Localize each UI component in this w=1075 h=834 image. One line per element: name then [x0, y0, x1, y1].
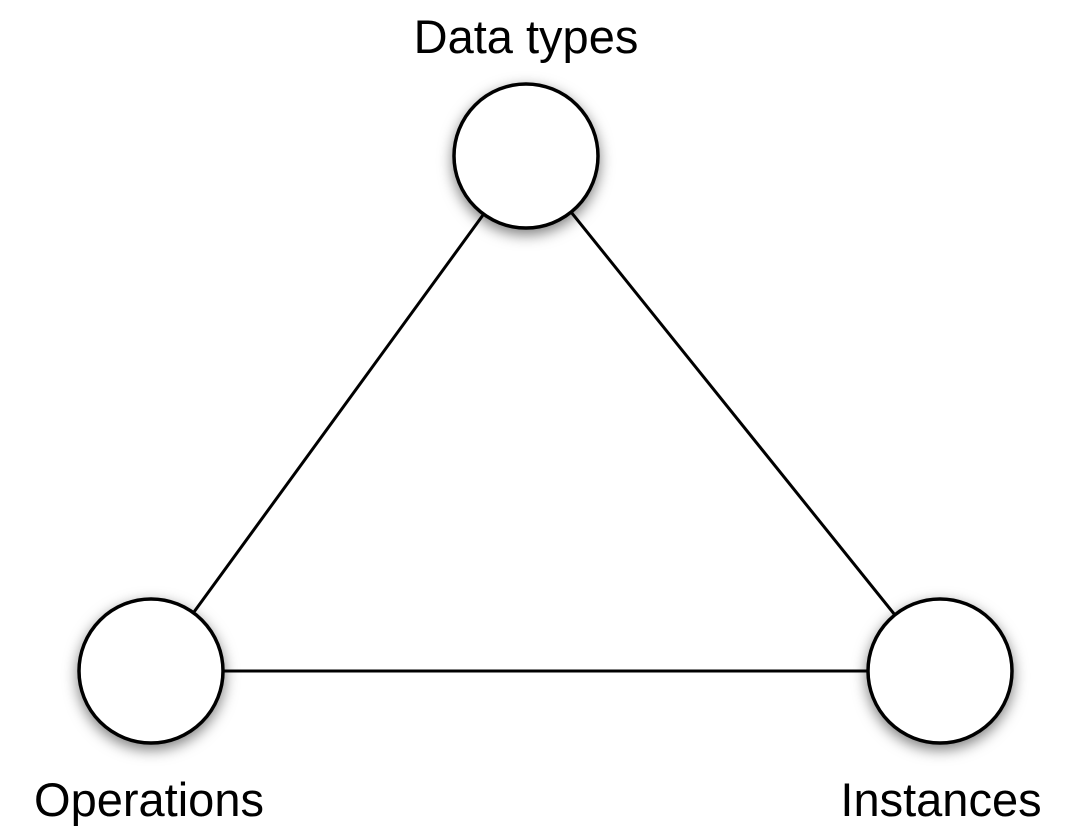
node-circle-operations	[77, 597, 225, 745]
node-circle-data-types	[452, 82, 600, 230]
edge-datatypes-operations	[149, 155, 528, 672]
node-label-instances: Instances	[840, 773, 1041, 826]
node-circle-instances	[866, 597, 1014, 745]
node-label-data-types: Data types	[414, 10, 639, 63]
node-label-operations: Operations	[34, 773, 264, 826]
edge-datatypes-instances	[524, 155, 942, 672]
